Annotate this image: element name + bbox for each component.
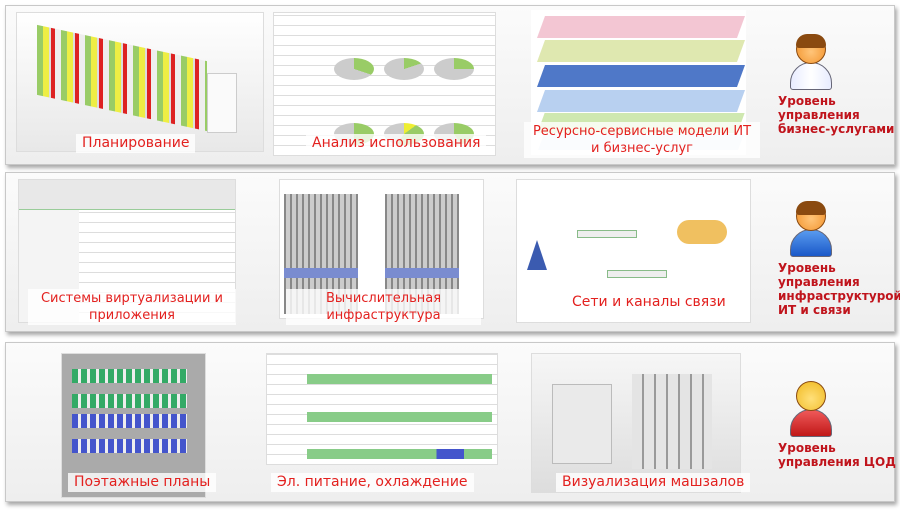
caption-floor-plans: Поэтажные планы (68, 473, 217, 492)
business-user-icon (788, 34, 834, 90)
caption-planning: Планирование (76, 134, 196, 153)
role-label: Уровень управления бизнес-услугами (778, 94, 895, 136)
panel-business-services: Планирование Анализ использования Ресурс… (5, 5, 895, 165)
caption-usage-analysis: Анализ использования (306, 134, 487, 153)
infrastructure-user-icon (788, 201, 834, 257)
role-it-infrastructure: Уровень управления инфраструктурой ИТ и … (778, 201, 900, 317)
caption-virtualization: Системы виртуализации и приложения (28, 289, 236, 325)
role-datacenter: Уровень управления ЦОД (778, 381, 898, 469)
panel-datacenter: Поэтажные планы Эл. питание, охлаждение … (5, 342, 898, 502)
datacenter-users-icon (788, 381, 834, 437)
caption-compute-infrastructure: Вычислительная инфраструктура (286, 289, 481, 325)
machine-rooms-screenshot (531, 353, 741, 493)
panel-it-infrastructure: Системы виртуализации и приложения Вычис… (5, 172, 900, 332)
caption-power-cooling: Эл. питание, охлаждение (271, 473, 474, 492)
caption-machine-rooms: Визуализация машзалов (556, 473, 751, 492)
role-label: Уровень управления инфраструктурой ИТ и … (778, 261, 900, 317)
planning-screenshot (16, 12, 264, 152)
power-cooling-screenshot (266, 353, 498, 465)
role-label: Уровень управления ЦОД (778, 441, 896, 469)
caption-networks: Сети и каналы связи (566, 293, 732, 312)
role-business-services: Уровень управления бизнес-услугами (778, 34, 898, 136)
caption-service-models: Ресурсно-сервисные модели ИТ и бизнес-ус… (524, 122, 760, 158)
